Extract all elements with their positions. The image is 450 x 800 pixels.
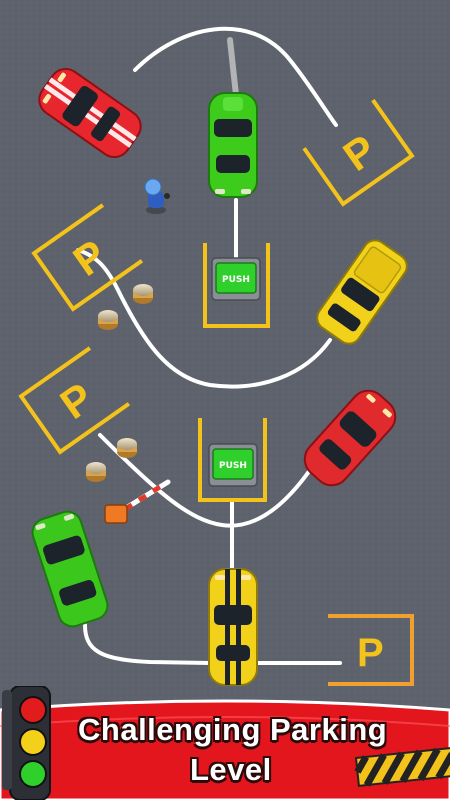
path-red-car-lower — [98, 433, 312, 528]
yellow-car-upper[interactable] — [313, 236, 412, 349]
red-car-top[interactable] — [33, 63, 147, 164]
push-button-label: PUSH — [222, 275, 250, 285]
banner-ribbon — [0, 699, 450, 800]
drawn-paths — [76, 26, 342, 665]
path-green-car-lower — [83, 623, 212, 665]
path-yellow-car-upper — [76, 248, 332, 389]
lane-mark — [227, 37, 239, 98]
banner-title-line2: Level — [190, 752, 272, 787]
title-banner — [0, 686, 450, 800]
road-barrier-icon — [354, 746, 450, 787]
bollards-lower — [86, 438, 137, 482]
banner-title-line1: Challenging Parking — [78, 712, 388, 747]
push-button-upper[interactable]: PUSH — [211, 257, 261, 301]
parking-spot-bottom-right[interactable]: P — [328, 614, 414, 686]
spot-letter: P — [357, 631, 384, 675]
barrier-gate[interactable] — [104, 479, 171, 524]
pedestrian[interactable] — [144, 178, 170, 214]
bollards-upper — [98, 284, 153, 330]
push-box-lower — [198, 418, 267, 502]
green-car-top[interactable] — [208, 92, 258, 198]
red-car-lower[interactable] — [297, 383, 402, 492]
path-red-car-top — [133, 26, 338, 127]
green-car-lower[interactable] — [29, 508, 111, 630]
yellow-car-bottom[interactable] — [208, 568, 258, 686]
push-button-label: PUSH — [219, 461, 247, 471]
traffic-light-icon — [2, 686, 51, 800]
push-button-lower[interactable]: PUSH — [208, 443, 258, 487]
push-box-upper — [203, 243, 270, 328]
